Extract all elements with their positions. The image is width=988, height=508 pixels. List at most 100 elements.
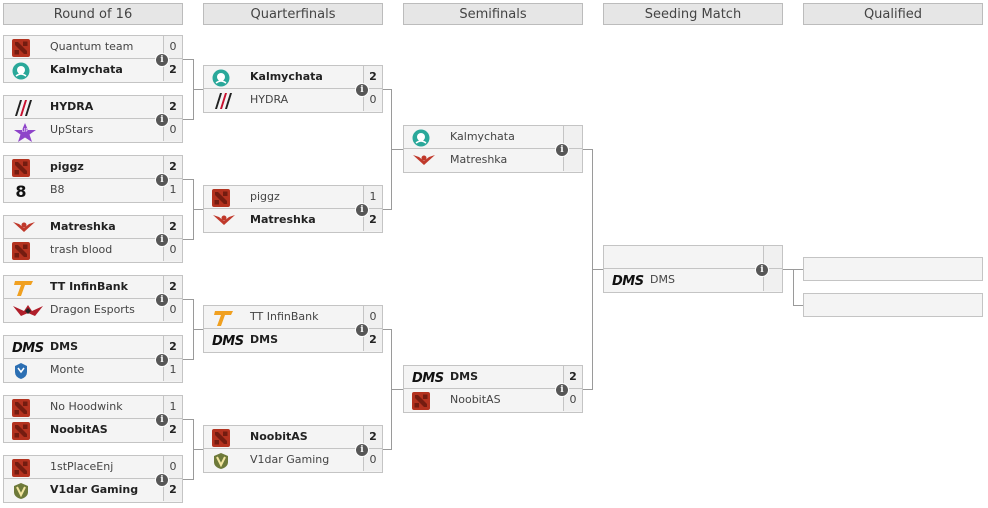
match-info-icon[interactable]: i	[355, 203, 369, 217]
team-slot[interactable]	[603, 245, 783, 269]
round-header-semifinals: Semifinals	[403, 3, 583, 25]
team-name: DMS	[650, 273, 675, 286]
connector	[583, 149, 592, 150]
dota-logo-icon	[412, 392, 442, 410]
match-info-icon[interactable]: i	[155, 233, 169, 247]
dms-logo-icon: DMS	[612, 272, 644, 290]
dota-logo-icon	[212, 429, 242, 447]
v1dar-logo-icon	[12, 482, 42, 500]
connector	[793, 269, 803, 270]
team-slot[interactable]: Matreshka	[403, 149, 583, 173]
team-score	[563, 126, 582, 148]
team-name: trash blood	[50, 243, 113, 256]
match-info-icon[interactable]: i	[155, 473, 169, 487]
team-name: HYDRA	[50, 100, 94, 113]
team-score: 2	[163, 59, 182, 81]
match-info-icon[interactable]: i	[155, 413, 169, 427]
connector	[592, 269, 603, 270]
team-score: 2	[163, 336, 182, 358]
match-info-icon[interactable]: i	[355, 83, 369, 97]
connector	[193, 209, 203, 210]
dms-logo-icon: DMS	[412, 369, 444, 387]
team-name: NoobitAS	[450, 393, 501, 406]
connector	[183, 299, 193, 300]
team-slot[interactable]: NoobitAS 0	[403, 389, 583, 413]
match-info-icon[interactable]: i	[155, 53, 169, 67]
connector	[383, 449, 391, 450]
kalmy-logo-icon	[212, 69, 242, 87]
kalmy-logo-icon	[12, 62, 42, 80]
upstars-logo-icon: UP	[12, 122, 42, 142]
match-seeding[interactable]: DMS DMS i	[603, 245, 783, 293]
ttinfin-logo-icon	[212, 309, 242, 327]
match-info-icon[interactable]: i	[155, 293, 169, 307]
matreshka-logo-icon	[212, 212, 242, 230]
team-slot[interactable]: Kalmychata 2	[3, 59, 183, 83]
match-info-icon[interactable]: i	[555, 143, 569, 157]
matreshka-logo-icon	[12, 219, 42, 237]
team-score: 1	[163, 396, 182, 418]
match-info-icon[interactable]: i	[155, 113, 169, 127]
match-info-icon[interactable]: i	[355, 443, 369, 457]
dragon-logo-icon	[12, 302, 43, 320]
team-name: NoobitAS	[50, 423, 108, 436]
connector	[383, 89, 391, 90]
team-score: 2	[163, 216, 182, 238]
match-info-icon[interactable]: i	[155, 353, 169, 367]
dms-logo-icon: DMS	[212, 332, 244, 350]
team-score: 0	[563, 389, 582, 411]
match-info-icon[interactable]: i	[555, 383, 569, 397]
team-slot[interactable]: Kalmychata	[403, 125, 583, 149]
team-slot[interactable]: DMS DMS	[603, 269, 783, 293]
connector	[783, 269, 793, 270]
b8-logo-icon: 8	[12, 182, 42, 200]
team-name: Kalmychata	[50, 63, 123, 76]
match-info-icon[interactable]: i	[155, 173, 169, 187]
match-info-icon[interactable]: i	[355, 323, 369, 337]
connector	[193, 329, 203, 330]
match-info-icon[interactable]: i	[755, 263, 769, 277]
team-name: Quantum team	[50, 40, 134, 53]
team-score: 0	[363, 306, 382, 328]
dota-logo-icon	[12, 39, 42, 57]
dota-logo-icon	[12, 242, 42, 260]
